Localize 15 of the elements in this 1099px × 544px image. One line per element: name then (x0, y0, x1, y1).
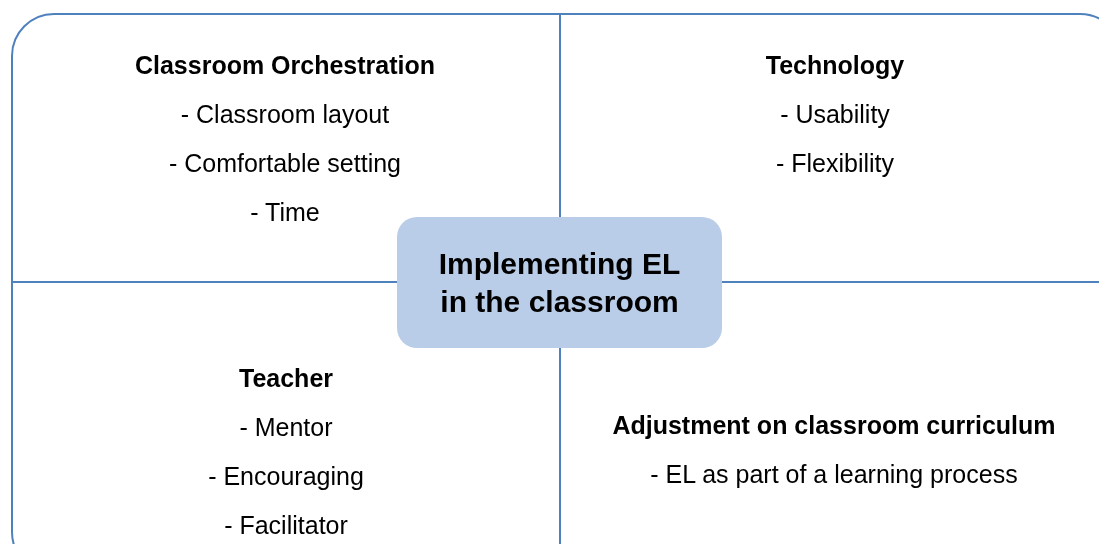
list-item: - Time (250, 198, 320, 226)
quadrant-heading: Adjustment on classroom curriculum (612, 411, 1056, 439)
list-item: - Flexibility (775, 149, 895, 177)
list-item: - Comfortable setting (168, 149, 401, 177)
list-item: - Classroom layout (180, 100, 390, 128)
list-item: - Mentor (239, 413, 333, 441)
list-item: - Encouraging (208, 462, 364, 490)
quadrant-heading: Technology (765, 51, 905, 79)
list-item: - Usability (780, 100, 890, 128)
quadrant-heading: Classroom Orchestration (134, 51, 436, 79)
quadrant-heading: Teacher (239, 364, 333, 392)
center-title: Implementing EL in the classroom (438, 246, 681, 318)
list-item: - Facilitator (224, 511, 348, 539)
center-box (397, 217, 722, 348)
list-item: - EL as part of a learning process (650, 460, 1018, 488)
